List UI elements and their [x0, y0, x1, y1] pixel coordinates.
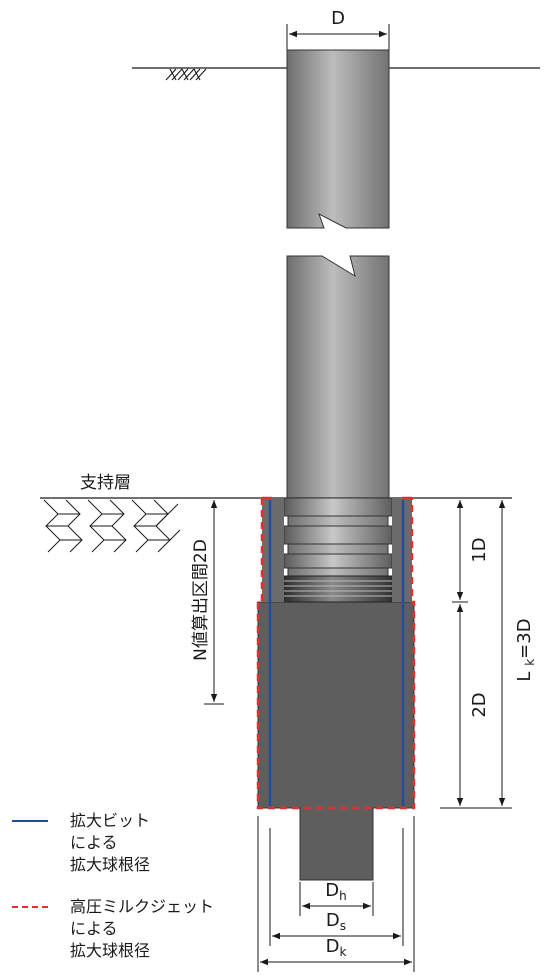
pile-joint-ring — [287, 567, 389, 577]
enlarged-bulb-body — [257, 575, 415, 881]
legend-text-line: 高圧ミルクジェット — [70, 897, 215, 916]
lower-length-label: 2D — [469, 692, 490, 717]
pile-upper-segment — [286, 49, 390, 229]
legend-text-line: による — [70, 833, 118, 852]
n-value-range-label: N値算出区間2D — [191, 539, 211, 661]
dh-label: Dh — [325, 880, 346, 903]
upper-length-label: 1D — [469, 537, 490, 562]
milk-jet-outline — [256, 498, 416, 810]
pile-break-symbol — [287, 236, 389, 256]
pile-joint-ring — [283, 525, 393, 545]
pile-diameter-label: D — [331, 8, 345, 29]
legend-item-milk-jet: 高圧ミルクジェット による 拡大球根径 — [12, 896, 252, 966]
ground-hatch-icon — [165, 68, 207, 81]
bearing-layer-label: 支持層 — [80, 473, 131, 493]
total-length-text: L — [514, 672, 535, 682]
solid-blue-line-icon — [12, 820, 48, 822]
bearing-layer-hatch-icon — [43, 499, 181, 553]
legend-text-line: 拡大ビット — [70, 811, 151, 830]
dashed-red-line-icon — [12, 906, 48, 908]
legend-text-line: による — [70, 919, 118, 938]
pile-joint-ring — [287, 515, 389, 527]
total-length-subscript: k — [523, 659, 537, 666]
total-length-rest: =3D — [514, 618, 535, 658]
total-length-label: L k=3D — [514, 618, 537, 681]
upper-grout-zone-left — [262, 498, 284, 602]
pile-tip-dark-rings-overlay — [283, 575, 393, 603]
pile-lower-segment — [286, 255, 390, 499]
dk-label: Dk — [326, 936, 347, 959]
pile-joint-ring — [287, 543, 389, 555]
pile-joint-ring — [283, 553, 393, 569]
legend-item-expanded-bit: 拡大ビット による 拡大球根径 — [12, 810, 252, 880]
ds-label: Ds — [326, 910, 346, 933]
legend-text-line: 拡大球根径 — [70, 855, 151, 874]
legend-text-line: 拡大球根径 — [70, 941, 151, 960]
pile-joint-ring — [283, 497, 393, 517]
